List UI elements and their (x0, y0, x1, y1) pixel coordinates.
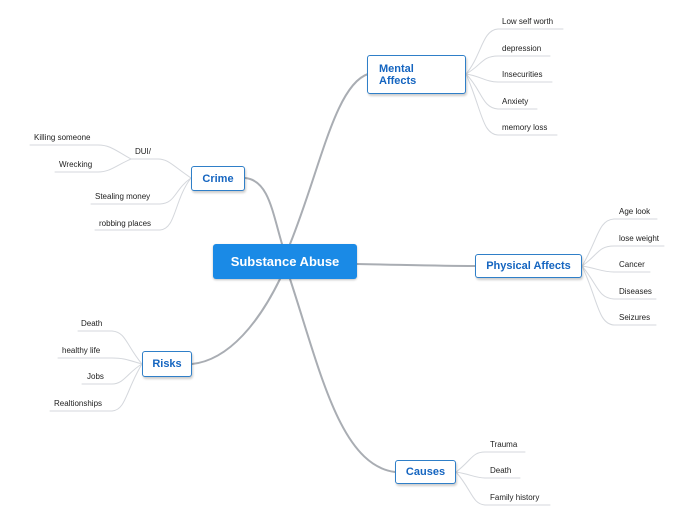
subtopic-wrecking[interactable]: Wrecking (59, 160, 93, 169)
subtopic-lose-weight[interactable]: lose weight (619, 234, 660, 243)
subtopic-family-history[interactable]: Family history (490, 493, 540, 502)
subtopic-cancer[interactable]: Cancer (619, 260, 645, 269)
topic-causes[interactable]: Causes (395, 460, 456, 484)
topic-risks-label: Risks (152, 358, 182, 370)
topic-causes-label: Causes (405, 466, 446, 478)
topic-mental-affects[interactable]: Mental Affects (367, 55, 466, 94)
subtopic-trauma[interactable]: Trauma (490, 440, 518, 449)
topic-mental-label-line1: Mental (379, 62, 414, 75)
topic-mental-label-line2: Affects (379, 74, 417, 87)
subtopic-dui[interactable]: DUI/ (135, 147, 151, 156)
subtopic-stealing-money[interactable]: Stealing money (95, 192, 151, 201)
link-crime (244, 177, 283, 245)
link-physical (356, 263, 476, 267)
subtopic-death-cause[interactable]: Death (490, 466, 512, 475)
subtopic-anxiety[interactable]: Anxiety (502, 97, 529, 106)
subtopic-jobs[interactable]: Jobs (87, 372, 104, 381)
central-topic[interactable]: Substance Abuse (213, 244, 357, 279)
subtopic-age-look[interactable]: Age look (619, 207, 651, 216)
subtopic-depression[interactable]: depression (502, 44, 542, 53)
subtopic-killing-someone[interactable]: Killing someone (34, 133, 91, 142)
link-risks (191, 278, 281, 365)
link-mental (289, 73, 369, 245)
subtopic-memory-loss[interactable]: memory loss (502, 123, 548, 132)
link-causes (289, 278, 396, 473)
subtopic-seizures[interactable]: Seizures (619, 313, 651, 322)
subtopic-robbing-places[interactable]: robbing places (99, 219, 152, 228)
topic-risks[interactable]: Risks (142, 351, 192, 377)
subtopic-low-self-worth[interactable]: Low self worth (502, 17, 554, 26)
topic-crime[interactable]: Crime (191, 166, 245, 191)
central-topic-label: Substance Abuse (230, 254, 340, 269)
topic-physical-label: Physical Affects (486, 260, 571, 272)
subtopic-diseases[interactable]: Diseases (619, 287, 652, 296)
subtopic-death-risk[interactable]: Death (81, 319, 103, 328)
subtopic-realtionships[interactable]: Realtionships (54, 399, 103, 408)
subtopic-insecurities[interactable]: Insecurities (502, 70, 543, 79)
subtopic-healthy-life[interactable]: healthy life (62, 346, 101, 355)
topic-crime-label: Crime (202, 172, 234, 185)
topic-physical-affects[interactable]: Physical Affects (475, 254, 582, 278)
